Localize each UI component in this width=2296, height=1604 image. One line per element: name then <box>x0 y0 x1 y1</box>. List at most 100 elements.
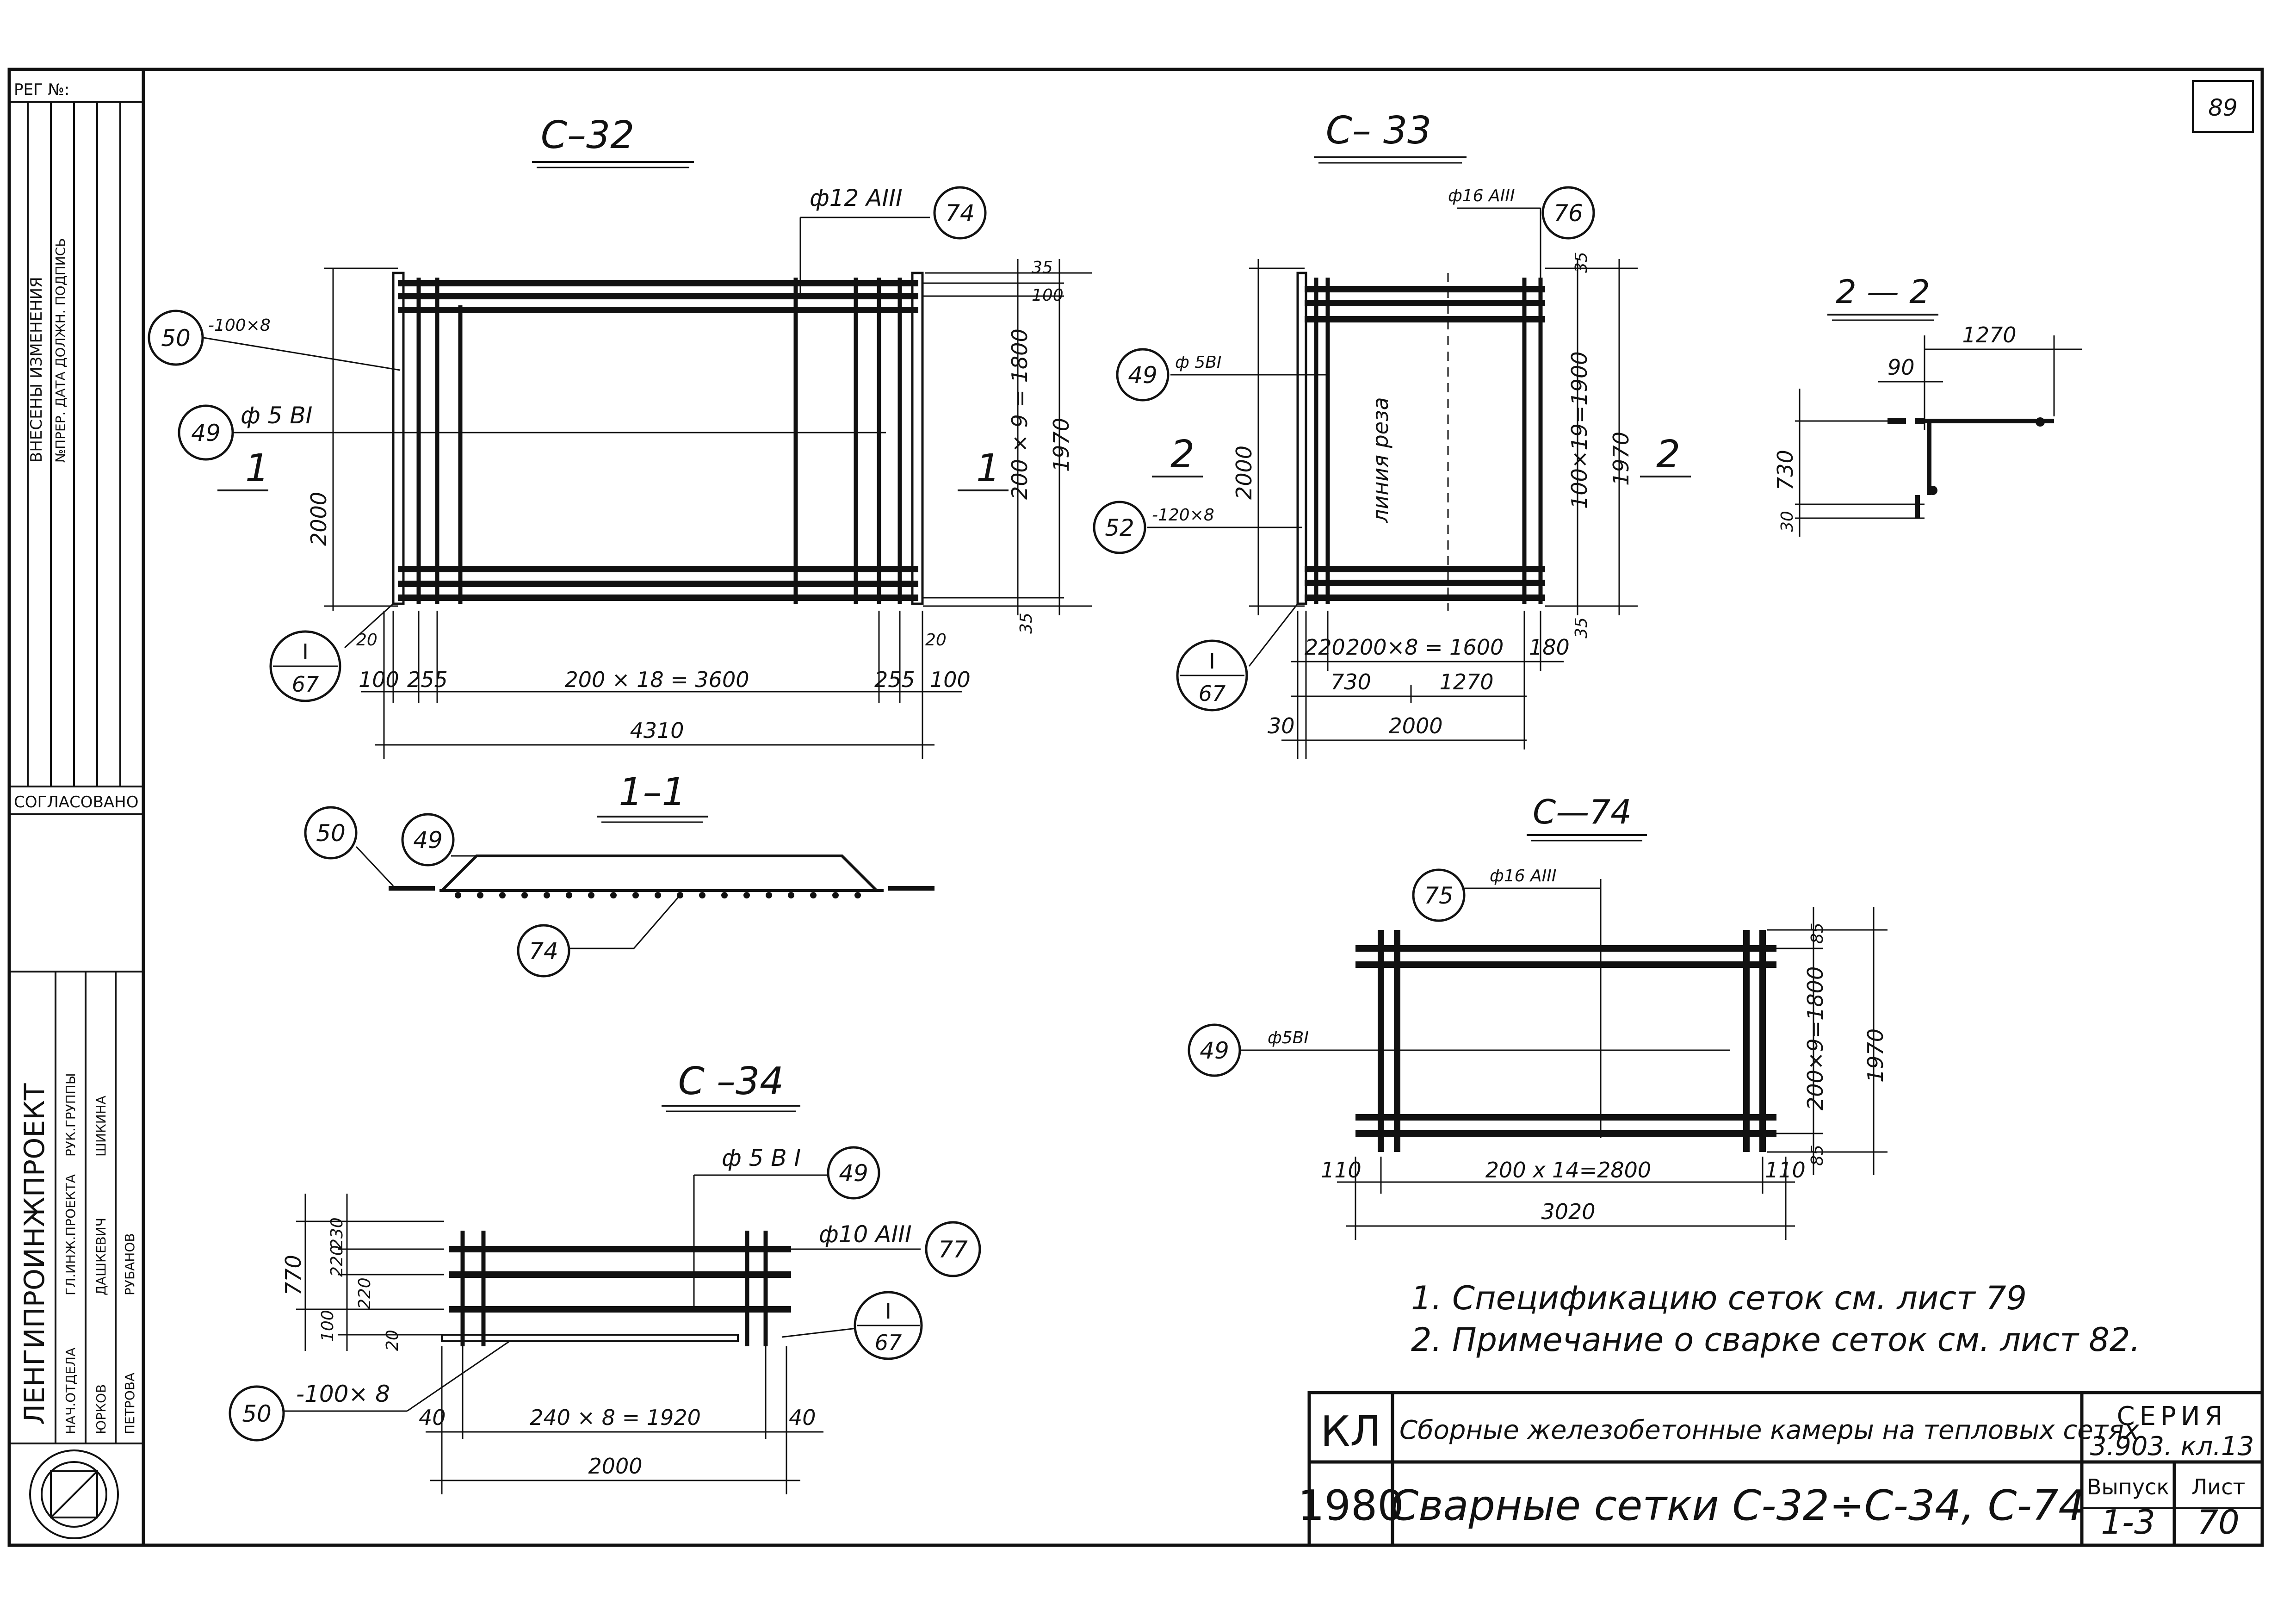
c74-pos-75: 75 <box>1424 882 1454 909</box>
c32-dim-overall: 4310 <box>630 718 684 743</box>
c33-dim-1270: 1270 <box>1439 669 1493 694</box>
c33-dim-180: 180 <box>1529 635 1570 660</box>
side-stamp-frame <box>7 68 145 1547</box>
name-3: ШИКИНА <box>93 1096 109 1157</box>
tb-year: 1980 <box>1298 1481 1404 1530</box>
approval-label: СОГЛАСОВАНО <box>14 793 138 811</box>
c33-dim-35-top: 35 <box>1572 252 1591 273</box>
sec11-bar-dot <box>854 892 861 898</box>
tb-series-value: 3.903. кл.13 <box>2090 1431 2254 1462</box>
org-emblem <box>29 1449 119 1539</box>
c32-title: С–32 <box>541 113 635 157</box>
c34-dim-100: 100 <box>318 1310 337 1342</box>
sec11-bar-dot <box>832 892 839 898</box>
page-number-box <box>2192 80 2254 133</box>
sec11-bar-dot <box>655 892 661 898</box>
sec11-pos-74-bubble <box>517 924 570 978</box>
c74-dim-total: 1970 <box>1863 1028 1888 1083</box>
c74-pos-49-bubble <box>1188 1023 1241 1077</box>
c32-dim-255-r: 255 <box>874 667 915 692</box>
c32-dim-20-l: 20 <box>356 631 378 650</box>
side-stamp: РЕГ №: ВНЕСЕНЫ ИЗМЕНЕНИЯ №ПРЕР. ДАТА ДОЛ… <box>9 81 143 1539</box>
sec11-bar-dot <box>788 892 794 898</box>
c33-pos-49: 49 <box>1128 362 1157 389</box>
c32-dim-35-top: 35 <box>1032 258 1053 277</box>
c74-title: С—74 <box>1533 793 1632 831</box>
c34-dim-overall: 2000 <box>588 1454 642 1479</box>
c33-dim-total: 1970 <box>1609 432 1634 486</box>
c34-pos-50: 50 <box>242 1400 272 1427</box>
c33-pos-76: 76 <box>1553 200 1583 227</box>
c33-node-sheet: 67 <box>1199 681 1226 706</box>
c32-bar-cross-label: ф 5 ВI <box>241 402 312 429</box>
c32-dim-100-r: 100 <box>930 667 971 692</box>
c33-dim-spacing: 100×19=1900 <box>1567 352 1592 509</box>
c33-cut-line-label: линия реза <box>1368 397 1393 523</box>
c34-pos-49: 49 <box>839 1160 868 1187</box>
c33-section-left: 2 <box>1170 433 1194 477</box>
tb-sheet-value: 70 <box>2197 1503 2240 1542</box>
changes-header: ВНЕСЕНЫ ИЗМЕНЕНИЯ <box>27 277 46 463</box>
reg-label: РЕГ №: <box>14 81 69 99</box>
c33-dim-main: 200×8 = 1600 <box>1346 635 1504 660</box>
c33-dim-height: 2000 <box>1232 446 1256 500</box>
sec22-title: 2 — 2 <box>1836 273 1930 311</box>
c33-pos-52-bubble <box>1093 501 1146 554</box>
c33-pos-52: 52 <box>1105 514 1134 541</box>
c33-dim-35-bot: 35 <box>1572 617 1591 638</box>
sec11-bar-dots <box>455 892 861 898</box>
c33-section-right: 2 <box>1656 433 1680 477</box>
c74-bar-long-label: ф16 АIII <box>1490 867 1557 886</box>
c34-dim-main: 240 × 8 = 1920 <box>530 1405 701 1430</box>
c33-node-num: I <box>1209 649 1215 674</box>
c74-dim-main: 200 x 14=2800 <box>1485 1158 1651 1183</box>
c32-dim-20-r: 20 <box>925 631 947 650</box>
c32-flat-left <box>392 272 405 605</box>
sec11-bar-dot <box>455 892 461 898</box>
role-3: РУК.ГРУППЫ <box>63 1073 78 1157</box>
c34-dim-220a: 220 <box>328 1245 347 1277</box>
c32-flat-right <box>911 272 924 605</box>
tb-project: Сборные железобетонные камеры на тепловы… <box>1399 1415 2140 1445</box>
tb-issue-value: 1-3 <box>2101 1503 2155 1542</box>
c74-dim-85-top: 85 <box>1808 923 1827 944</box>
name-2: ДАШКЕВИЧ <box>93 1218 109 1295</box>
changes-sub: №ПРЕР. ДАТА ДОЛЖН. ПОДПИСЬ <box>53 238 68 463</box>
c34-dim-20: 20 <box>383 1330 402 1351</box>
c33-pos-49-bubble <box>1116 348 1170 402</box>
c34-dim-40-l: 40 <box>419 1405 446 1430</box>
c33-dim-220: 220 <box>1305 635 1345 660</box>
c32-dim-height: 2000 <box>306 492 331 546</box>
c32-flat-label: -100×8 <box>208 316 271 335</box>
c32-dim-100-top: 100 <box>1032 286 1064 305</box>
c33-title: С– 33 <box>1326 109 1432 153</box>
c32-pos-74-bubble <box>933 186 987 240</box>
sec11-pos-49: 49 <box>413 827 443 854</box>
sec22-dim-90: 90 <box>1888 355 1915 380</box>
section-2-2: 2 — 2 1270 90 730 30 <box>1773 273 2082 537</box>
sec11-bar-dot <box>521 892 528 898</box>
c32-dim-255-l: 255 <box>407 667 448 692</box>
sec11-bar-dot <box>499 892 506 898</box>
mesh-c34: С –34 ф 5 В I 49 ф10 АIII 77 I 67 -100× … <box>229 1059 981 1494</box>
c32-node-sheet: 67 <box>292 672 319 697</box>
sec22-dim-30: 30 <box>1778 511 1797 532</box>
role-2: ГЛ.ИНЖ.ПРОЕКТА <box>63 1174 78 1295</box>
c32-section-right: 1 <box>976 446 1000 490</box>
name-4: ПЕТРОВА <box>122 1373 137 1434</box>
sec11-pos-50-bubble <box>304 806 358 860</box>
notes: 1. Спецификацию сеток см. лист 79 2. При… <box>1411 1279 2141 1359</box>
sec11-bar-dot <box>544 892 550 898</box>
c32-pos-50-bubble <box>148 310 204 366</box>
c32-pos-50: 50 <box>161 325 191 352</box>
c74-dim-110-r: 110 <box>1765 1158 1806 1183</box>
sec11-bar-dot <box>721 892 728 898</box>
c32-dim-35-bot: 35 <box>1017 613 1036 634</box>
c34-pos-50-bubble <box>229 1385 285 1442</box>
sec11-bar-dot <box>566 892 572 898</box>
c34-bar-long-label: ф10 АIII <box>819 1221 912 1248</box>
tb-sheet-title: Сварные сетки С-32÷С-34, С-74 <box>1390 1481 2085 1530</box>
c32-section-left: 1 <box>245 446 269 490</box>
sec11-bar-dot <box>477 892 483 898</box>
